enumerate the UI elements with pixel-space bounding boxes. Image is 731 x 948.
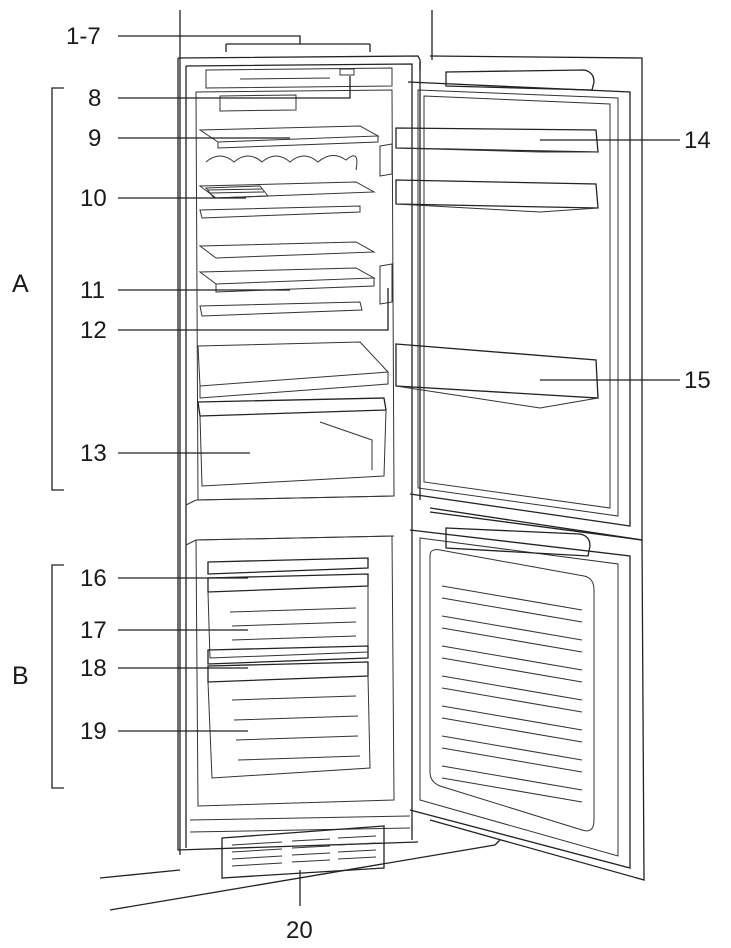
callout-12: 12 — [80, 317, 107, 344]
callout-1-7: 1-7 — [66, 23, 101, 50]
callout-8: 8 — [88, 85, 101, 112]
callout-15: 15 — [684, 367, 711, 394]
installation-niche — [99, 10, 501, 911]
callout-10: 10 — [80, 185, 107, 212]
freezer-door — [409, 511, 645, 881]
callout-9: 9 — [88, 125, 101, 152]
cabinet-body — [177, 55, 421, 851]
fridge-shelves — [197, 125, 393, 399]
freezer-drawers — [207, 557, 371, 779]
control-panel — [205, 67, 393, 112]
callout-20: 20 — [286, 917, 313, 944]
callout-13: 13 — [80, 440, 107, 467]
callout-17: 17 — [80, 617, 107, 644]
callout-14: 14 — [684, 127, 711, 154]
group-label-a: A — [12, 270, 29, 298]
ventilation-grille — [221, 825, 385, 879]
callout-18: 18 — [80, 655, 107, 682]
callout-16: 16 — [80, 565, 107, 592]
callout-11: 11 — [80, 277, 105, 304]
bracket-b — [51, 564, 64, 789]
callout-19: 19 — [80, 718, 107, 745]
leader-lines — [118, 35, 680, 906]
fridge-door — [395, 55, 643, 541]
vegetable-container — [197, 397, 387, 487]
bracket-a — [51, 87, 64, 491]
group-label-b: B — [12, 662, 29, 690]
